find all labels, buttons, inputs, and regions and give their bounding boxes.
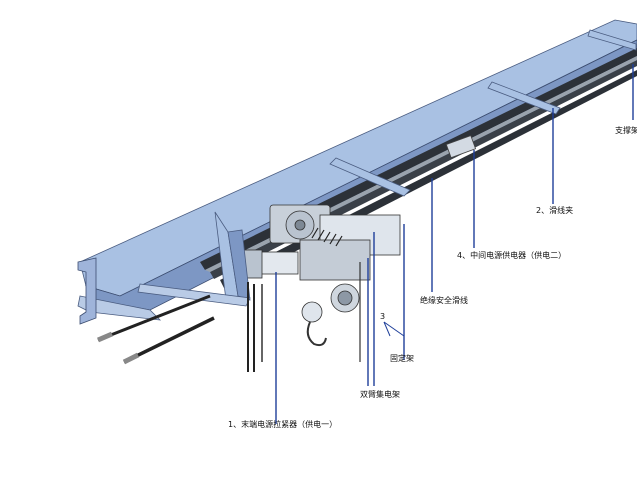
label-clamp: 2、滑线夹 (536, 206, 574, 215)
label-middle-feeder: 4、中间电源供电器（供电二） (457, 251, 567, 260)
end-feeder-assembly (97, 211, 361, 372)
label-double-arm-collector: 双臂集电架 (360, 390, 400, 399)
label-support: 支撑架 (615, 126, 637, 135)
hoist-trolley (239, 204, 401, 347)
middle-feeder-box (445, 135, 477, 159)
insulated-rail-1 (200, 48, 637, 270)
support-brackets (329, 29, 637, 197)
insulated-rail-2 (210, 60, 637, 279)
i-beam-bottom-flange (77, 295, 162, 321)
i-beam-end-profile (77, 257, 97, 325)
label-number-3: 3 (380, 312, 386, 321)
leader-lines (275, 64, 634, 424)
double-arm-collector (311, 227, 343, 247)
label-end-feeder: 1、末端电源拉紧器（供电一） (228, 420, 338, 429)
label-insulated-rail: 绝缘安全滑线 (420, 296, 468, 305)
label-fixed-frame: 固定架 (390, 354, 414, 363)
